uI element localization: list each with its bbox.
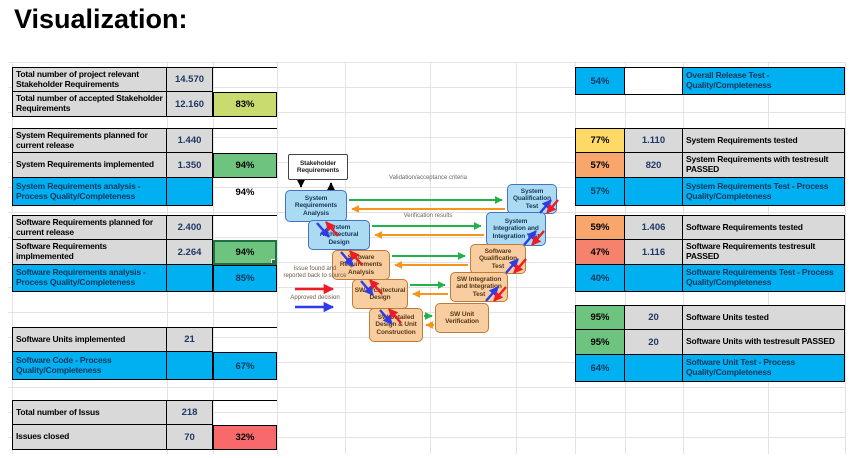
cell-percent[interactable]: 40%: [575, 265, 625, 292]
cell-percent[interactable]: [213, 215, 277, 240]
cell-percent[interactable]: 95%: [575, 330, 625, 355]
gridline: [430, 62, 431, 454]
verification-results-label: Verification results: [403, 213, 453, 219]
box-sw-unit-verification: SW Unit Verification: [435, 303, 489, 333]
gridline: [845, 62, 846, 454]
cell-value[interactable]: 2.264: [167, 240, 213, 265]
cell-value[interactable]: 20: [625, 330, 683, 355]
cell-percent[interactable]: [213, 327, 277, 352]
box-system-qualification-test: System Qualification Test: [507, 184, 557, 214]
system-requirements-table: System Requirements planned for current …: [12, 128, 277, 206]
cell-percent[interactable]: [213, 400, 277, 425]
issues-table: Total number of Issus 218 Issues closed …: [12, 400, 277, 450]
cell-value[interactable]: 12.160: [167, 92, 213, 117]
cell-value[interactable]: 2.400: [167, 215, 213, 240]
v-model-diagram: Stakeholder Requirements System Requirem…: [283, 148, 563, 353]
cell-percent[interactable]: 85%: [213, 265, 277, 292]
cell-percent[interactable]: 47%: [575, 240, 625, 265]
cell-percent[interactable]: 64%: [575, 355, 625, 382]
box-system-architectural-design: System Architectural Design: [308, 220, 370, 250]
cell-label[interactable]: Software Requirements implmemented: [12, 240, 167, 265]
cell-label[interactable]: System Requirements implemented: [12, 153, 167, 178]
software-unit-test-table: 95% 20 Software Units tested 95% 20 Soft…: [575, 305, 845, 382]
cell-label[interactable]: Software Requirements tested: [683, 215, 845, 240]
cell-value[interactable]: 1.350: [167, 153, 213, 178]
cell-percent[interactable]: 94%: [213, 153, 277, 178]
cell-value[interactable]: 1.110: [625, 128, 683, 153]
stakeholder-requirements-table: Total number of project relevant Stakeho…: [12, 67, 277, 117]
cell-label[interactable]: System Requirements with testresult PASS…: [683, 153, 845, 178]
cell-value[interactable]: [167, 265, 213, 292]
cell-label[interactable]: Software Requirements planned for curren…: [12, 215, 167, 240]
cell-label[interactable]: Software Requirements Test - Process Qua…: [683, 265, 845, 292]
cell-label[interactable]: Software Requirements analysis - Process…: [12, 265, 167, 292]
cell-percent[interactable]: 57%: [575, 153, 625, 178]
cell-percent[interactable]: [213, 67, 277, 92]
software-units-table: Software Units implemented 21 Software C…: [12, 327, 277, 380]
cell-percent[interactable]: 59%: [575, 215, 625, 240]
cell-percent[interactable]: 94%: [235, 186, 255, 198]
system-requirements-test-table: 77% 1.110 System Requirements tested 57%…: [575, 128, 845, 206]
cell-value[interactable]: 70: [167, 425, 213, 450]
cell-label[interactable]: Software Units implemented: [12, 327, 167, 352]
selected-cell[interactable]: 94%: [213, 240, 277, 265]
box-system-requirements-analysis: System Requirements Analysis: [285, 190, 347, 222]
box-stakeholder-requirements: Stakeholder Requirements: [288, 154, 348, 180]
cell-value[interactable]: [625, 355, 683, 382]
software-requirements-test-table: 59% 1.406 Software Requirements tested 4…: [575, 215, 845, 292]
cell-label[interactable]: Issues closed: [12, 425, 167, 450]
cell-value[interactable]: [625, 67, 683, 95]
cell-value[interactable]: 218: [167, 400, 213, 425]
cell-label[interactable]: Software Code - Process Quality/Complete…: [12, 352, 167, 380]
cell-percent[interactable]: 83%: [213, 92, 277, 117]
cell-label[interactable]: System Requirements analysis - Process Q…: [12, 178, 167, 206]
box-sw-architectural-design: SW Architectural Design: [352, 279, 408, 309]
page-title: Visualization:: [14, 4, 188, 34]
cell-label[interactable]: Overall Release Test - Quality/Completen…: [683, 67, 845, 95]
cell-label[interactable]: Software Units tested: [683, 305, 845, 330]
cell-label[interactable]: System Requirements planned for current …: [12, 128, 167, 153]
cell-value[interactable]: 20: [625, 305, 683, 330]
cell-label[interactable]: Total number of project relevant Stakeho…: [12, 67, 167, 92]
cell-percent[interactable]: 57%: [575, 178, 625, 206]
cell-value[interactable]: [167, 178, 213, 206]
cell-label[interactable]: Software Unit Test - Process Quality/Com…: [683, 355, 845, 382]
box-sw-detailed-design: SW Detailed Design & Unit Construction: [369, 308, 423, 342]
cell-value[interactable]: [625, 265, 683, 292]
cell-value[interactable]: 1.406: [625, 215, 683, 240]
cell-percent[interactable]: 32%: [213, 425, 277, 450]
cell-label[interactable]: Software Requirements testresult PASSED: [683, 240, 845, 265]
cell-value[interactable]: 1.116: [625, 240, 683, 265]
cell-percent[interactable]: [213, 128, 277, 153]
cell-value[interactable]: 1.440: [167, 128, 213, 153]
box-sw-integration-test: SW Integration and Integration Test: [450, 272, 508, 302]
cell-value[interactable]: [625, 178, 683, 206]
cell-value[interactable]: 21: [167, 327, 213, 352]
cell-value[interactable]: 14.570: [167, 67, 213, 92]
cell-percent[interactable]: 77%: [575, 128, 625, 153]
gridline: [277, 62, 278, 454]
overall-release-test-table: 54% Overall Release Test - Quality/Compl…: [575, 67, 845, 95]
box-system-integration-test: System Integration and Integration Test: [486, 212, 546, 246]
cell-label[interactable]: Total number of accepted Stakeholder Req…: [12, 92, 167, 117]
cell-percent[interactable]: 95%: [575, 305, 625, 330]
box-software-qualification-test: Software Qualification Test: [470, 244, 526, 274]
cell-label[interactable]: Total number of Issus: [12, 400, 167, 425]
cell-value[interactable]: [167, 352, 213, 380]
cell-percent[interactable]: 54%: [575, 67, 625, 95]
cell-percent[interactable]: 67%: [213, 352, 277, 380]
software-requirements-table: Software Requirements planned for curren…: [12, 215, 277, 292]
cell-value[interactable]: 820: [625, 153, 683, 178]
cell-label[interactable]: System Requirements Test - Process Quali…: [683, 178, 845, 206]
cell-label[interactable]: System Requirements tested: [683, 128, 845, 153]
validation-criteria-label: Validation/acceptance criteria: [389, 175, 467, 181]
cell-label[interactable]: Software Units with testresult PASSED: [683, 330, 845, 355]
legend-red-label: Issue found and reported back to source: [283, 266, 347, 279]
legend-blue-label: Approved decision: [290, 295, 340, 301]
